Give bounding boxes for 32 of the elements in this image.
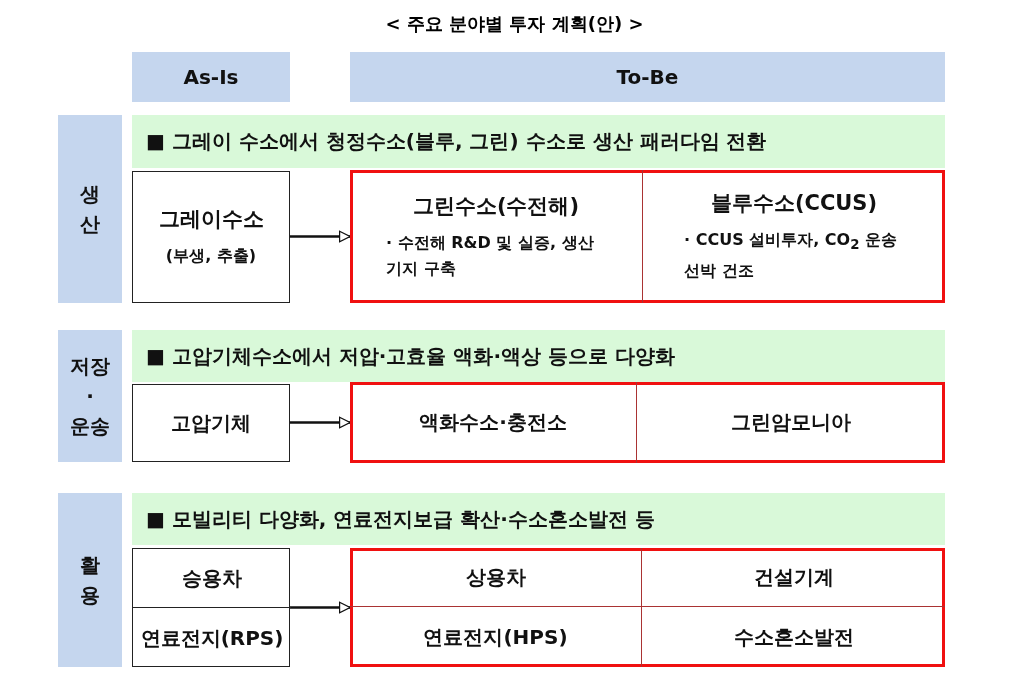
column-header: To-Be — [350, 52, 945, 102]
cell-heading: 블루수소(CCUS) — [710, 189, 878, 217]
to-be-cell: 그린암모니아 — [637, 382, 945, 463]
row-label: 생산 — [58, 115, 122, 303]
to-be-box — [350, 548, 945, 667]
bullet-text: · 수전해 R&D 및 실증, 생산기지 구축 — [386, 231, 595, 280]
arrow — [290, 230, 351, 243]
as-is-box — [132, 548, 290, 667]
summary-banner: ■ 그레이 수소에서 청정수소(블루, 그린) 수소로 생산 패러다임 전환 — [132, 115, 945, 168]
to-be-cell: 연료전지(RPS) — [133, 608, 291, 668]
table-cell: 건설기계 — [642, 548, 945, 607]
summary-banner: ■ 모빌리티 다양화, 연료전지보급 확산·수소혼소발전 등 — [132, 493, 945, 545]
as-is-box: 고압기체 — [132, 384, 290, 462]
bullet-text: · CCUS 설비투자, CO$_{2}$ 운송선박 건조 — [684, 228, 899, 283]
to-be-cell: 액화수소·충전소 — [350, 382, 637, 463]
to-be-box — [350, 170, 945, 303]
to-be-cell: 수소혼소발전 — [642, 607, 945, 667]
cell-heading: 그레이수소 — [158, 206, 264, 233]
summary-banner: ■ 고압기체수소에서 저압·고효율 액화·액상 등으로 다양화 — [132, 330, 945, 382]
arrow — [290, 416, 351, 429]
to-be-box — [350, 382, 945, 463]
arrow — [290, 601, 351, 614]
row-label: 활용 — [58, 493, 122, 667]
as-is-box — [132, 171, 290, 303]
table-cell: 승용차 — [133, 549, 291, 608]
cell-heading: 그린수소(수전해) — [412, 192, 580, 220]
diagram-title: < 주요 분야별 투자 계획(안) > — [384, 12, 645, 36]
row-label: 저장·운송 — [58, 330, 122, 462]
to-be-cell: 상용차 — [350, 548, 642, 607]
to-be-cell: 연료전지(HPS) — [350, 607, 642, 667]
cell-text: (부생, 추출) — [165, 245, 257, 267]
column-header: As-Is — [132, 52, 290, 102]
